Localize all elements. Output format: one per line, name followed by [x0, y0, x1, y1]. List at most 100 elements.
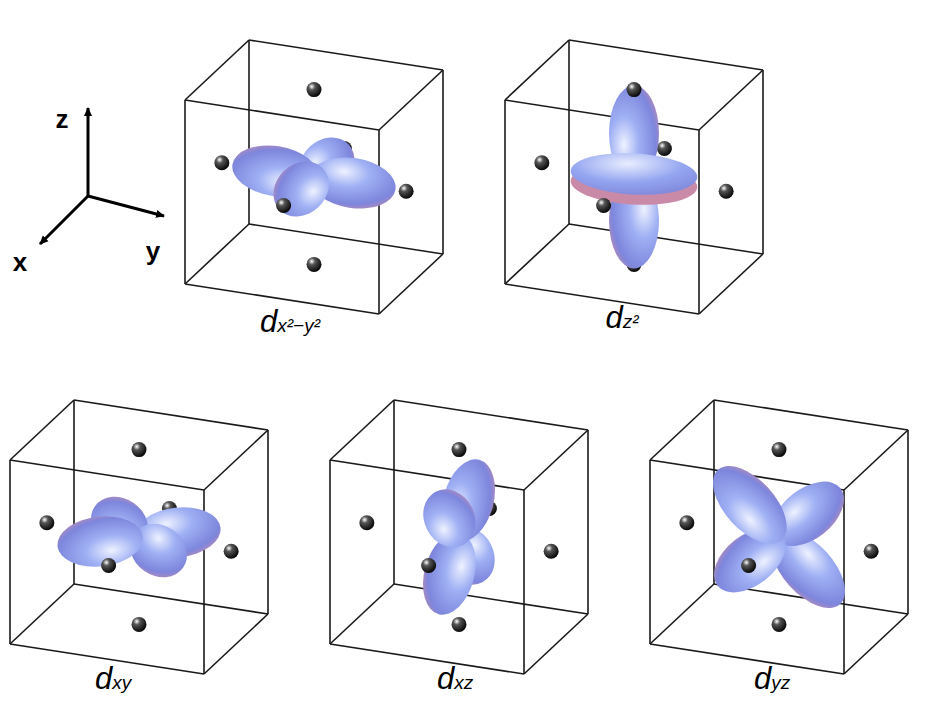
cube-edge: [74, 584, 268, 614]
cube-edge: [378, 130, 380, 314]
cube-edge: [184, 100, 186, 284]
cube-edge: [505, 100, 699, 130]
cube-edge: [204, 430, 268, 490]
ligand-ball: [772, 617, 787, 632]
cube-edge: [505, 224, 569, 284]
cube-edge: [204, 614, 268, 674]
ligand-ball: [276, 198, 291, 213]
cube-edge: [74, 400, 268, 430]
cube-edge: [698, 130, 700, 314]
ligand-ball: [627, 82, 642, 97]
cube-edge: [249, 40, 443, 70]
cube-edge: [505, 284, 699, 314]
cube-edge: [330, 584, 394, 644]
orbital-cube: [10, 400, 268, 674]
axis-label: y: [146, 236, 160, 267]
axis-label: z: [56, 104, 69, 135]
ligand-ball: [132, 442, 147, 457]
ligand-ball: [596, 198, 611, 213]
orbital-cube: [505, 40, 763, 314]
orbital-label: dz²: [605, 299, 638, 336]
orbital-lobe: [262, 150, 340, 228]
orbital-lobe: [699, 453, 800, 557]
cube-edge: [587, 430, 589, 614]
orbital-lobe: [55, 512, 146, 572]
axis-label: x: [13, 247, 27, 278]
cube-edge: [524, 614, 588, 674]
orbital-label: dyz: [754, 661, 790, 698]
ligand-ball: [679, 515, 694, 530]
ligand-ball: [452, 617, 467, 632]
cube-edge: [649, 460, 651, 644]
cube-edge: [762, 70, 764, 254]
cube-edge: [249, 224, 443, 254]
cube-edge: [504, 100, 506, 284]
cube-edge: [505, 40, 569, 100]
orbital-label: dxz: [437, 661, 473, 698]
y-axis-arrow: [88, 196, 164, 216]
cube-edge: [379, 254, 443, 314]
cube-edge: [248, 40, 250, 224]
cube-edge: [185, 284, 379, 314]
cube-edge: [393, 400, 395, 584]
cube-edge: [844, 430, 908, 490]
cube-edge: [569, 40, 763, 70]
orbital-ring: [571, 153, 697, 195]
cube-edge: [699, 254, 763, 314]
cube-edge: [569, 224, 763, 254]
cube-edge: [185, 224, 249, 284]
ligand-ball: [421, 558, 436, 573]
cube-edge: [650, 644, 844, 674]
cube-edge: [330, 644, 524, 674]
cube-group: [10, 40, 908, 674]
cube-edge: [844, 614, 908, 674]
ligand-ball: [741, 558, 756, 573]
ligand-ball: [132, 617, 147, 632]
cube-edge: [907, 430, 909, 614]
orbital-cube: [185, 40, 443, 314]
z-axis-arrow: [87, 108, 90, 196]
ligand-ball: [864, 544, 879, 559]
cube-edge: [329, 460, 331, 644]
ligand-ball: [39, 515, 54, 530]
cube-edge: [185, 100, 379, 130]
cube-edge: [394, 584, 588, 614]
ligand-ball: [719, 184, 734, 199]
cube-edge: [523, 490, 525, 674]
cube-edge: [10, 584, 74, 644]
ligand-ball: [657, 141, 672, 156]
cube-edge: [650, 400, 714, 460]
orbital-label: dxy: [95, 661, 131, 698]
cube-edge: [330, 400, 394, 460]
cube-edge: [10, 460, 204, 490]
cube-edge: [524, 430, 588, 490]
ligand-ball: [101, 558, 116, 573]
cube-edge: [650, 584, 714, 644]
cube-edge: [379, 70, 443, 130]
orbital-cube: [650, 400, 908, 674]
cube-edge: [568, 40, 570, 224]
ligand-ball: [307, 82, 322, 97]
cube-edge: [10, 400, 74, 460]
ligand-ball: [452, 442, 467, 457]
cube-edge: [185, 40, 249, 100]
x-axis-arrow: [40, 196, 88, 244]
cube-edge: [267, 430, 269, 614]
ligand-ball: [544, 544, 559, 559]
ligand-ball: [359, 515, 374, 530]
orbital-label: dx²−y²: [260, 303, 320, 340]
ligand-ball: [772, 442, 787, 457]
ligand-ball: [534, 155, 549, 170]
cube-edge: [9, 460, 11, 644]
cube-edge: [714, 400, 908, 430]
ligand-ball: [307, 257, 322, 272]
ligand-ball: [224, 544, 239, 559]
cube-edge: [330, 460, 524, 490]
orbital-lobe: [413, 480, 485, 556]
ligand-ball: [399, 184, 414, 199]
cube-edge: [699, 70, 763, 130]
cube-edge: [394, 400, 588, 430]
ligand-ball: [214, 155, 229, 170]
